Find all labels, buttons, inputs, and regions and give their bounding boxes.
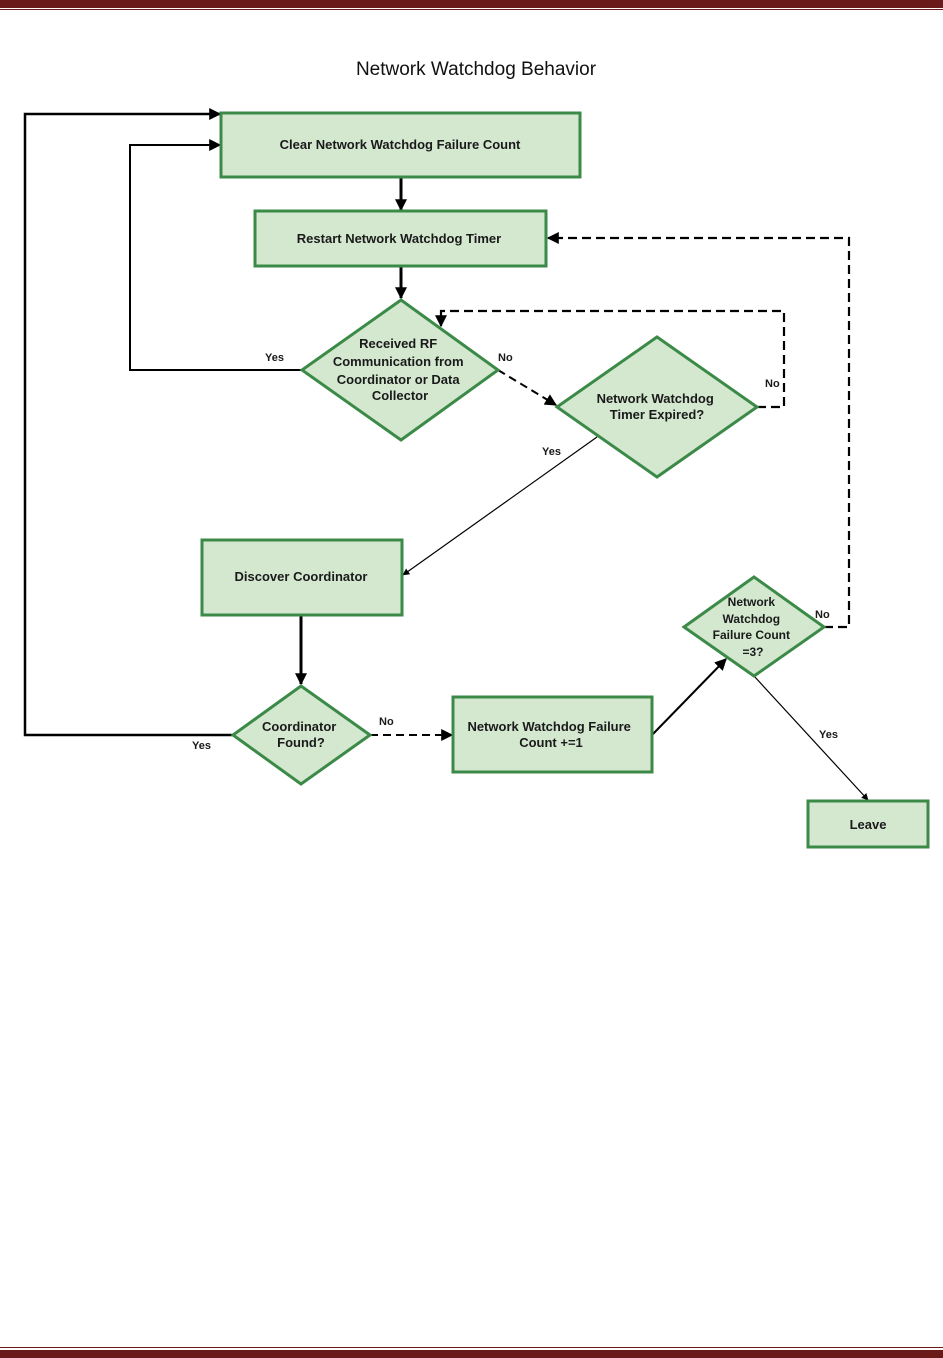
nodes [200, 111, 930, 849]
label-discover: Discover Coordinator [235, 569, 368, 584]
node-clear-failure-count [219, 111, 582, 179]
label-expired: Network Watchdog Timer Expired? [597, 391, 718, 422]
node-labels: Clear Network Watchdog Failure Count Res… [235, 137, 887, 832]
edge-expired-yes [402, 436, 598, 576]
edge-found-yes [23, 108, 233, 737]
page-top-rule [0, 0, 943, 10]
edge-received-yes [129, 139, 302, 371]
edge-check-no [546, 232, 851, 629]
label-leave: Leave [850, 817, 887, 832]
label-found: Coordinator Found? [262, 719, 340, 750]
connectors [23, 108, 869, 801]
edge-increment-check [651, 658, 727, 736]
label-received: Received RF Communication from Coordinat… [333, 336, 467, 403]
node-received-rf-decision [299, 298, 501, 442]
edge-label-expired-no: No [765, 378, 780, 390]
edge-expired-no [435, 309, 786, 409]
edge-label-received-no: No [498, 352, 513, 364]
node-discover-coordinator [200, 538, 404, 617]
node-increment-failure-count [451, 695, 654, 774]
edge-label-check-yes: Yes [819, 729, 838, 741]
edge-label-received-yes: Yes [265, 352, 284, 364]
label-check: Network Watchdog Failure Count =3? [713, 595, 794, 659]
node-timer-expired-decision [554, 335, 760, 479]
edge-label-found-no: No [379, 716, 394, 728]
edge-check-yes [753, 675, 869, 801]
label-clear: Clear Network Watchdog Failure Count [280, 137, 521, 152]
node-restart-timer [253, 209, 548, 268]
node-failure-count-check-decision [681, 575, 827, 678]
diagram-title: Network Watchdog Behavior [356, 59, 597, 80]
edge-labels: Yes No No Yes No Yes No Yes [192, 352, 838, 752]
edge-label-expired-yes: Yes [542, 446, 561, 458]
label-increment: Network Watchdog Failure Count +=1 [467, 719, 634, 750]
edge-label-found-yes: Yes [192, 740, 211, 752]
node-coordinator-found-decision [230, 684, 373, 786]
page-bottom-rule [0, 1347, 943, 1358]
edge-received-no [497, 369, 558, 406]
node-leave [806, 799, 930, 849]
edge-label-check-no: No [815, 609, 830, 621]
label-restart: Restart Network Watchdog Timer [297, 231, 501, 246]
